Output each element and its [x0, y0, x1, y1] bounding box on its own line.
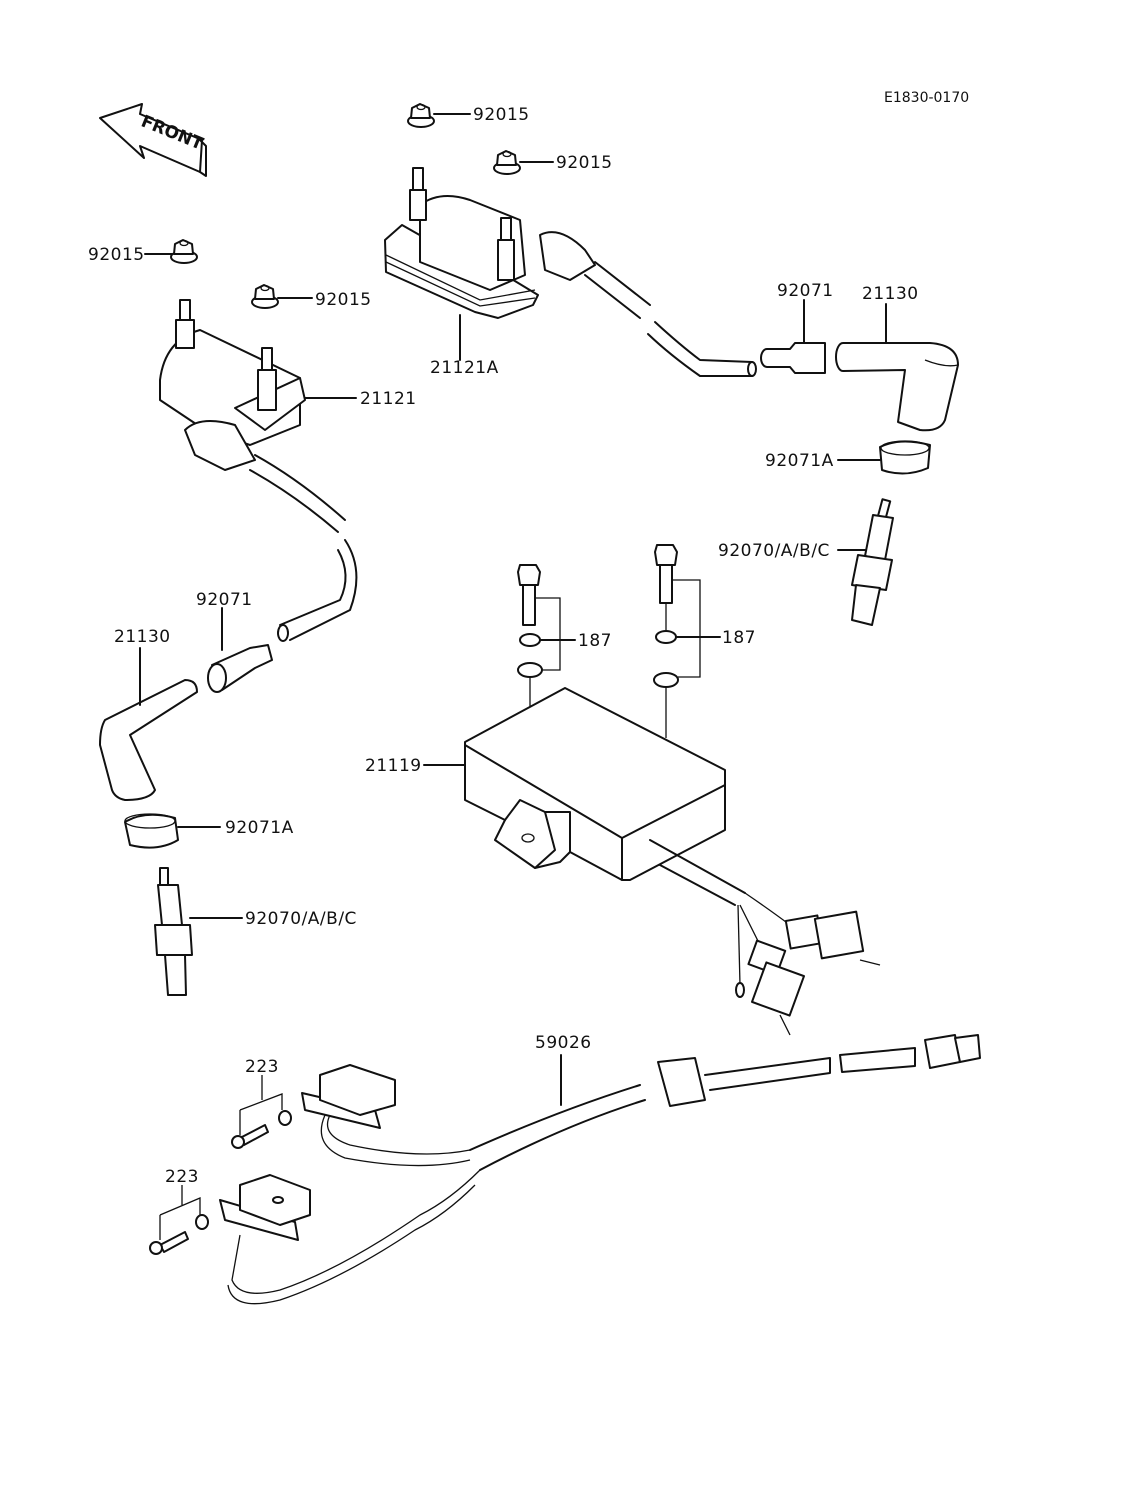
- igniter-unit-21119: [423, 687, 726, 881]
- cap-92071-right: [760, 299, 826, 374]
- seal-92071A-right: [837, 440, 931, 475]
- screw-set-223-bottom: [149, 1185, 209, 1255]
- label-21130: 21130: [114, 627, 171, 647]
- spark-plug-92070-right: [837, 498, 894, 626]
- ignition-coil-21121: [159, 299, 357, 471]
- label-21130: 21130: [862, 284, 919, 304]
- spark-plug-92070-left: [154, 867, 243, 996]
- drawing-code: E1830-0170: [884, 90, 969, 106]
- nut-92015-left2: [251, 284, 313, 309]
- nut-92015-top2: [493, 150, 554, 175]
- label-92071: 92071: [196, 590, 253, 610]
- front-arrow-icon: FRONT: [99, 103, 207, 177]
- label-92070: 92070/A/B/C: [718, 541, 830, 561]
- label-187: 187: [578, 631, 612, 651]
- seal-92071A-left: [124, 813, 221, 849]
- label-92070: 92070/A/B/C: [245, 909, 357, 929]
- label-92015: 92015: [88, 245, 145, 265]
- cap-92071-left: [207, 607, 273, 693]
- screw-set-223-top: [231, 1075, 292, 1149]
- label-92071A: 92071A: [765, 451, 834, 471]
- ht-lead-left: [249, 454, 358, 642]
- ht-lead-right: [584, 261, 757, 377]
- label-92015: 92015: [556, 153, 613, 173]
- nut-92015-top1: [407, 103, 471, 128]
- pickup-coil-59026: [219, 1034, 981, 1305]
- label-21119: 21119: [365, 756, 422, 776]
- spark-plug-cap-21130-right: [835, 303, 959, 432]
- label-92015: 92015: [315, 290, 372, 310]
- label-21121: 21121: [360, 389, 417, 409]
- label-187: 187: [722, 628, 756, 648]
- spark-plug-cap-21130-left: [99, 647, 198, 801]
- label-92071: 92071: [777, 281, 834, 301]
- nut-92015-left1: [144, 239, 198, 264]
- label-92015: 92015: [473, 105, 530, 125]
- label-223: 223: [245, 1057, 279, 1077]
- ignition-coil-21121A: [384, 167, 596, 361]
- label-223: 223: [165, 1167, 199, 1187]
- igniter-harness: [649, 839, 881, 1036]
- label-21121A: 21121A: [430, 358, 499, 378]
- label-92071A: 92071A: [225, 818, 294, 838]
- bolt-187-right: [653, 544, 721, 738]
- label-59026: 59026: [535, 1033, 592, 1053]
